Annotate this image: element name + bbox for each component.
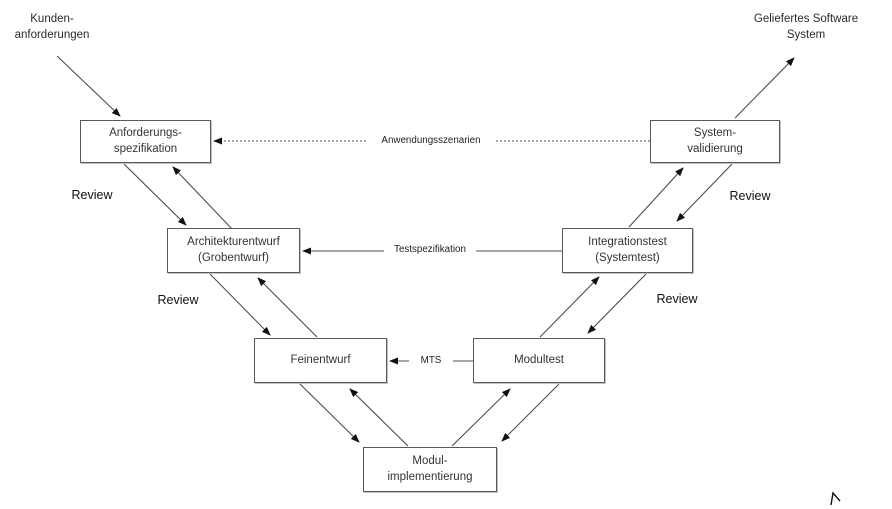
edge-architektur-to-anforderung-review: [172, 166, 233, 230]
label-anwendungsszenarien: Anwendungsszenarien: [368, 135, 494, 147]
node-integrationstest: Integrationstest (Systemtest): [562, 228, 693, 273]
label-testspezifikation: Testspezifikation: [384, 244, 476, 256]
edge-modulimpl-to-modultest: [451, 388, 511, 447]
label-review-right-middle: Review: [656, 292, 698, 306]
node-modultest: Modultest: [473, 338, 605, 383]
edge-modulimpl-to-feinentwurf-review: [349, 388, 409, 447]
edge-integrationstest-to-systemvalidierung: [628, 167, 684, 228]
label-mts: MTS: [409, 355, 453, 367]
edge-systemvalidierung-to-integrationstest-review: [676, 163, 733, 222]
edge-kunden-to-anforderung: [56, 55, 121, 117]
edge-architektur-to-feinentwurf: [209, 273, 271, 336]
node-label: Anforderungs- spezifikation: [109, 127, 182, 155]
node-feinentwurf: Feinentwurf: [254, 338, 387, 383]
node-label: Modultest: [514, 353, 564, 366]
label-geliefertes-software-system: Geliefertes Software System: [753, 13, 859, 41]
edge-feinentwurf-to-modulimpl: [299, 383, 360, 443]
edge-systemvalidierung-to-geliefertes: [734, 57, 795, 119]
edge-modultest-to-integrationstest: [539, 276, 600, 338]
label-kundenanforderungen: Kunden- anforderungen: [14, 13, 90, 41]
node-label: Modul- implementierung: [387, 455, 473, 483]
node-anforderungsspezifikation: Anforderungs- spezifikation: [80, 120, 211, 163]
edge-integrationstest-to-modultest-review: [587, 273, 647, 334]
node-label: Architekturentwurf (Grobentwurf): [187, 236, 280, 264]
node-systemvalidierung: System- validierung: [650, 120, 780, 163]
label-review-left-top: Review: [71, 188, 113, 202]
label-review-left-middle: Review: [157, 293, 199, 307]
edge-feinentwurf-to-architektur-review: [257, 277, 318, 338]
label-review-right-top: Review: [729, 189, 771, 203]
node-architekturentwurf: Architekturentwurf (Grobentwurf): [167, 228, 300, 273]
edge-modultest-to-modulimpl-review: [501, 383, 560, 442]
edge-anforderung-to-architektur: [123, 163, 187, 226]
mouse-cursor-icon: [830, 491, 841, 506]
node-label: Feinentwurf: [290, 353, 351, 366]
node-modulimplementierung: Modul- implementierung: [363, 447, 497, 492]
node-label: System- validierung: [687, 127, 743, 155]
node-label: Integrationstest (Systemtest): [588, 236, 667, 264]
